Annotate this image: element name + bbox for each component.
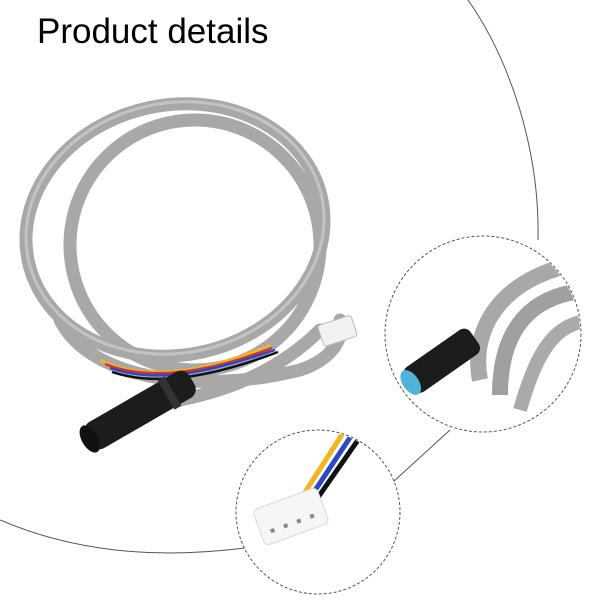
decorative-arc — [0, 0, 539, 554]
callout-white-plug — [235, 429, 401, 595]
inner-wires — [99, 343, 279, 381]
white-plug-small — [317, 315, 358, 347]
page-title: Product details — [37, 12, 269, 51]
black-connector — [79, 370, 196, 453]
cable-coil — [19, 97, 348, 407]
callout-round-connector — [384, 235, 582, 433]
pin-face-icon — [400, 370, 422, 395]
